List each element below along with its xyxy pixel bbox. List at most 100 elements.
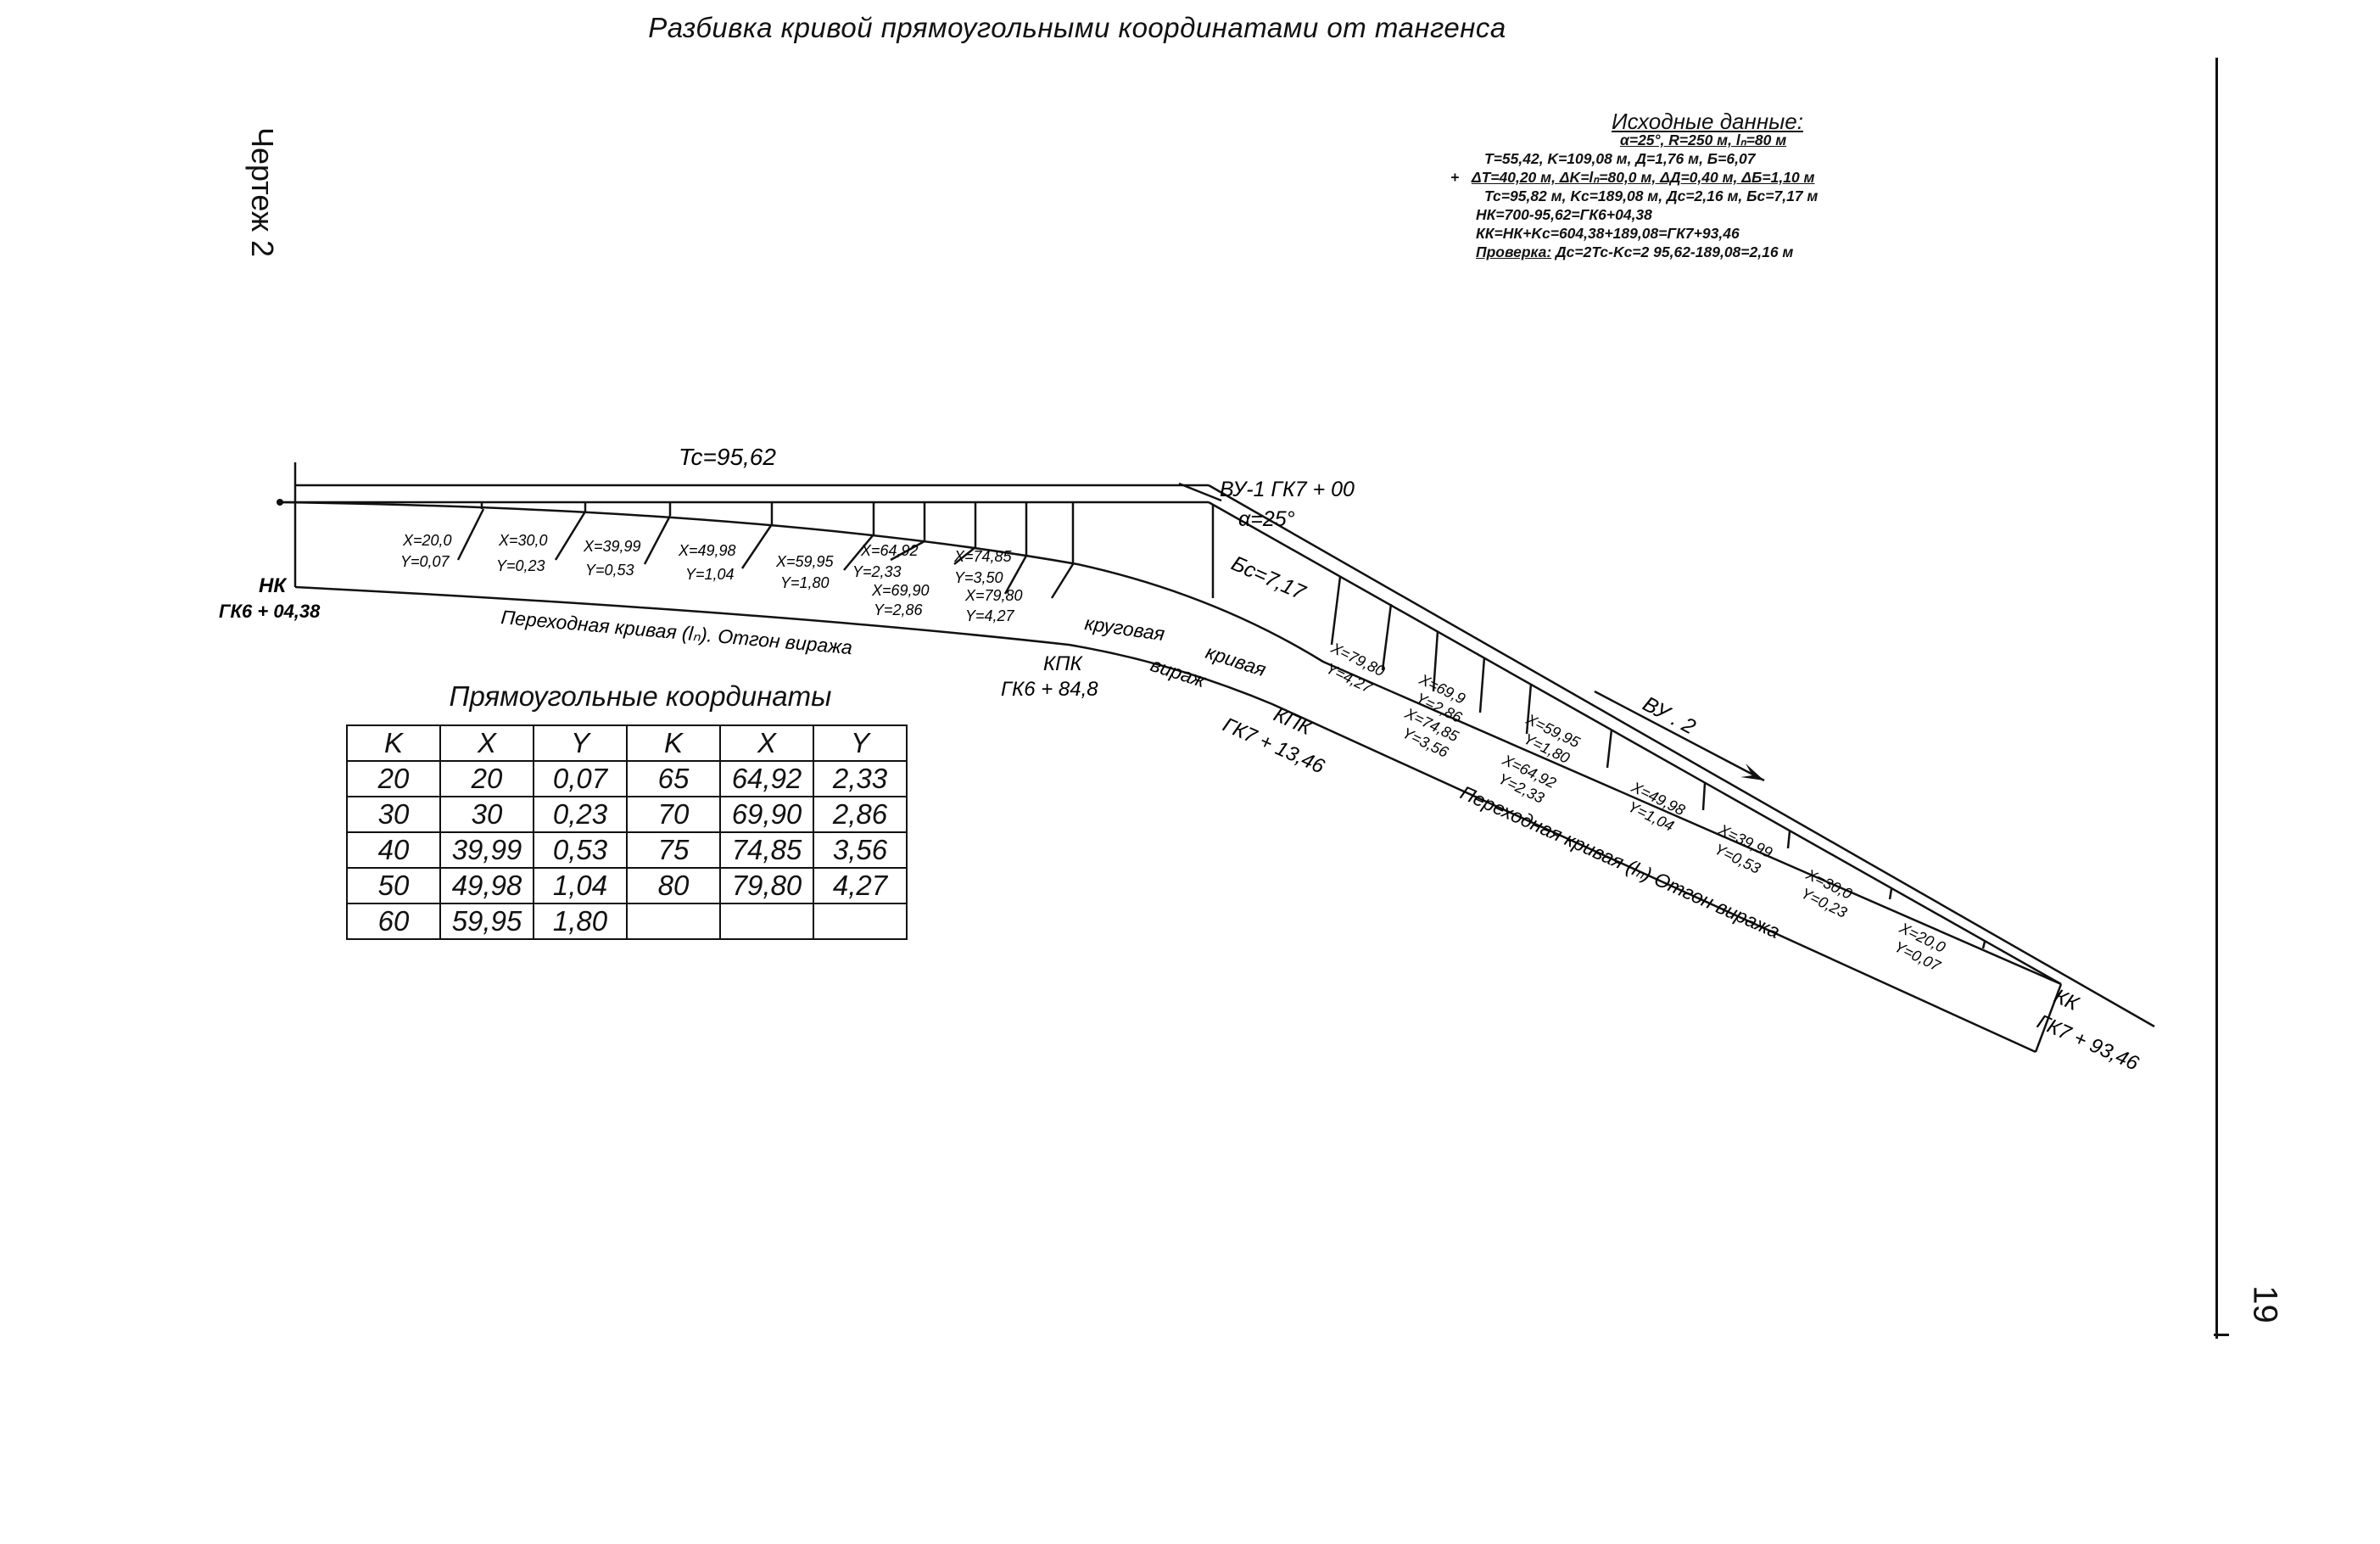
table-cell: 30 bbox=[346, 796, 441, 833]
leader-line bbox=[554, 511, 587, 561]
table-cell: 0,23 bbox=[533, 796, 628, 833]
offset-tick bbox=[1701, 782, 1707, 811]
table-cell: 79,80 bbox=[719, 867, 814, 904]
table-cell: 50 bbox=[346, 867, 441, 904]
table-caption: Прямоугольные координаты bbox=[449, 680, 832, 712]
offset-x-label: X=59,95 bbox=[775, 553, 835, 570]
table-header-row: K X Y K X Y bbox=[346, 724, 908, 762]
offset-y-label: Y=0,53 bbox=[585, 562, 634, 579]
table-cell: 20 bbox=[346, 760, 441, 797]
table-cell: 1,80 bbox=[533, 903, 628, 940]
offset-tick bbox=[1478, 657, 1486, 713]
table-cell: 80 bbox=[626, 867, 721, 904]
table-cell: 39,99 bbox=[439, 831, 534, 869]
offset-tick bbox=[1525, 683, 1533, 735]
tangent-line-2 bbox=[1208, 484, 2155, 1028]
leader-line bbox=[953, 546, 976, 565]
circ-curve-label-1: круговая bbox=[1083, 612, 1166, 645]
table-header: Y bbox=[813, 724, 908, 762]
table-cell: 3,56 bbox=[813, 831, 908, 869]
table-cell: 4,27 bbox=[813, 867, 908, 904]
nk-point bbox=[277, 499, 283, 506]
offset-y-label: Y=3,50 bbox=[954, 569, 1003, 586]
source-line-1: α=25°, R=250 м, lₙ=80 м bbox=[1620, 131, 1787, 148]
leader-line bbox=[643, 515, 672, 565]
vu2-arrow-head bbox=[1740, 764, 1764, 780]
table-header: X bbox=[439, 724, 534, 762]
offset-tick bbox=[1432, 630, 1439, 692]
transition-label-1: Переходная кривая (lₙ). Отгон виража bbox=[500, 606, 853, 658]
source-line-6: КК=НК+Kc=604,38+189,08=ГК7+93,46 bbox=[1476, 225, 1740, 242]
leader-line bbox=[1050, 563, 1075, 599]
road-edge bbox=[294, 585, 2036, 1054]
offset-tick bbox=[1888, 888, 1893, 900]
kk-label: КК bbox=[2051, 985, 2084, 1016]
table-cell: 1,04 bbox=[533, 867, 628, 904]
table-cell: 30 bbox=[439, 796, 534, 833]
offset-y-label: Y=2,33 bbox=[852, 563, 902, 580]
alpha-label: α=25° bbox=[1238, 507, 1295, 531]
tangent-2-parallel bbox=[1208, 501, 2062, 986]
offset-y-label: Y=1,80 bbox=[780, 574, 830, 591]
offset-tick bbox=[1606, 729, 1613, 769]
vu2-label: ВУ . 2 bbox=[1639, 692, 1699, 740]
kk-station: ГК7 + 93,46 bbox=[2034, 1010, 2143, 1076]
table-header: K bbox=[626, 724, 721, 762]
table-cell: 74,85 bbox=[719, 831, 814, 869]
table-header: K bbox=[346, 724, 441, 762]
leader-line bbox=[890, 540, 925, 562]
offset-x-label: X=30,0 bbox=[498, 532, 548, 549]
table-cell: 2,86 bbox=[813, 796, 908, 833]
offset-x-label: X=20,0 bbox=[402, 532, 452, 549]
offset-x-label: X=49,98 bbox=[678, 542, 736, 559]
offset-x-label: X=79,80 bbox=[964, 587, 1023, 604]
vu1-tick bbox=[1178, 482, 1222, 502]
source-data-block: Исходные данные: α=25°, R=250 м, lₙ=80 м… bbox=[1433, 109, 2027, 261]
margin-rule-tick bbox=[2214, 1334, 2229, 1336]
source-plus: + bbox=[1450, 169, 1460, 186]
offset-x-label: X=74,85 bbox=[953, 548, 1013, 565]
source-check-label: Проверка: bbox=[1476, 243, 1552, 260]
offset-tick bbox=[1786, 831, 1791, 849]
table-cell: 2,33 bbox=[813, 760, 908, 797]
source-data-heading: Исходные данные: bbox=[1612, 109, 1803, 134]
kpk1-label: КПК bbox=[1043, 652, 1084, 675]
source-check-text: Дc=2Tc-Kc=2 95,62-189,08=2,16 м bbox=[1551, 243, 1794, 260]
offset-x-label: X=64,92 bbox=[860, 542, 919, 559]
table-cell bbox=[626, 903, 721, 940]
offset-y-label: Y=2,86 bbox=[874, 601, 924, 618]
curve-axis bbox=[279, 501, 2062, 986]
circ-curve-label-3: вираж bbox=[1148, 653, 1209, 692]
source-line-5: НК=700-95,62=ГК6+04,38 bbox=[1476, 206, 1652, 223]
offset-tick bbox=[1981, 941, 1986, 949]
vu1-label: ВУ-1 ГК7 + 00 bbox=[1220, 478, 1355, 501]
table-cell: 59,95 bbox=[439, 903, 534, 940]
page-title: Разбивка кривой прямоугольными координат… bbox=[648, 12, 1506, 43]
table-cell: 70 bbox=[626, 796, 721, 833]
offset-tick bbox=[1330, 576, 1342, 646]
kk-vertical bbox=[2034, 983, 2063, 1053]
offset-y-label: Y=0,23 bbox=[496, 557, 545, 574]
leader-line bbox=[843, 534, 874, 571]
table-cell: 20 bbox=[439, 760, 534, 797]
table-cell bbox=[813, 903, 908, 940]
table-header: X bbox=[719, 724, 814, 762]
leader-line bbox=[740, 523, 774, 569]
source-line-4: Tc=95,82 м, Kc=189,08 м, Дc=2,16 м, Бc=7… bbox=[1484, 187, 1819, 204]
offset-y-label: Y=1,04 bbox=[685, 566, 735, 583]
offset-x-label: X=69,90 bbox=[871, 582, 930, 599]
table-cell bbox=[719, 903, 814, 940]
circ-curve-label-2: кривая bbox=[1203, 641, 1268, 680]
bc-label: Бc=7,17 bbox=[1228, 551, 1310, 605]
leader-line bbox=[1003, 555, 1028, 595]
table-cell: 75 bbox=[626, 831, 721, 869]
source-line-3: ΔT=40,20 м, ΔK=lₙ=80,0 м, ΔД=0,40 м, ΔБ=… bbox=[1471, 169, 1815, 186]
table-cell: 40 bbox=[346, 831, 441, 869]
nk-label: НК bbox=[259, 574, 288, 597]
offset-tick bbox=[1381, 603, 1393, 671]
